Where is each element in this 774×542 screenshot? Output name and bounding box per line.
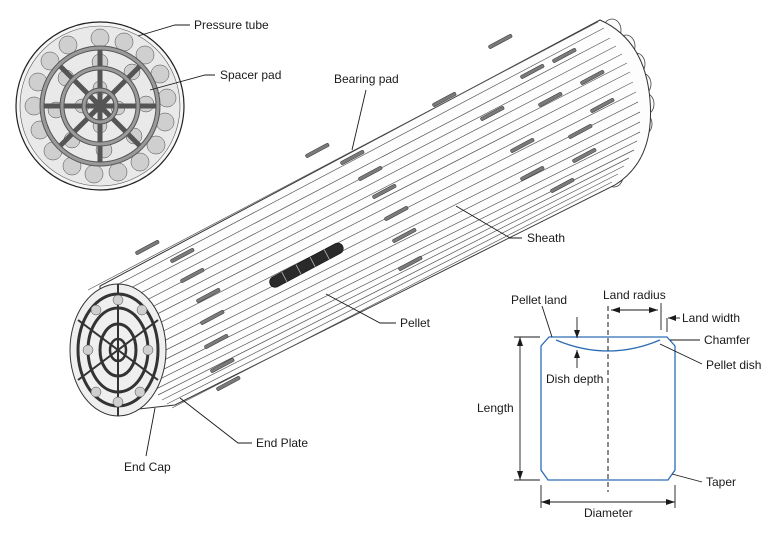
label-pellet: Pellet bbox=[400, 316, 431, 330]
bearing-pads bbox=[135, 34, 615, 391]
label-land-width: Land width bbox=[682, 311, 740, 325]
label-sheath: Sheath bbox=[527, 231, 565, 245]
label-pellet-land: Pellet land bbox=[511, 293, 567, 307]
label-bearing-pad: Bearing pad bbox=[334, 72, 399, 86]
fuel-bundle bbox=[69, 18, 655, 417]
end-plate bbox=[69, 283, 167, 417]
label-pressure-tube: Pressure tube bbox=[194, 18, 269, 32]
label-pellet-dish: Pellet dish bbox=[706, 358, 761, 372]
pellet-stack bbox=[269, 242, 344, 288]
label-dish-depth: Dish depth bbox=[546, 372, 603, 386]
element-lines bbox=[87, 21, 641, 409]
label-chamfer: Chamfer bbox=[704, 333, 750, 347]
label-end-cap: End Cap bbox=[124, 460, 171, 474]
label-spacer-pad: Spacer pad bbox=[220, 68, 281, 82]
label-land-radius: Land radius bbox=[603, 288, 666, 302]
label-end-plate: End Plate bbox=[256, 436, 308, 450]
pellet-outline bbox=[540, 336, 676, 481]
bundle-labels: Pressure tube Spacer pad Bearing pad She… bbox=[124, 18, 565, 474]
cross-section bbox=[15, 21, 185, 191]
label-taper: Taper bbox=[706, 475, 736, 489]
pellet-detail: Length Diameter Land radius Land width C… bbox=[477, 288, 761, 520]
label-length: Length bbox=[477, 401, 514, 415]
label-diameter: Diameter bbox=[584, 506, 633, 520]
